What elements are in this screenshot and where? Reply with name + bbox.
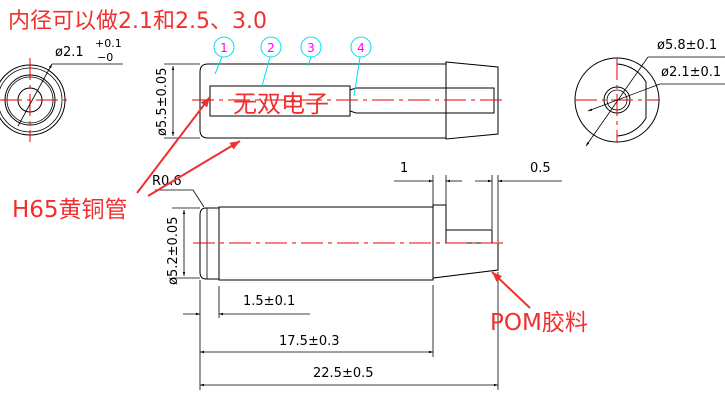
step-1-dim: 1 — [400, 161, 408, 176]
title-annotation: 内径可以做2.1和2.5、3.0 — [8, 9, 267, 34]
section-view-top: ø5.5±0.05 无双电子 — [155, 61, 506, 140]
body-length-dim: 17.5±0.3 — [279, 334, 340, 349]
brass-label: H65黄铜管 — [12, 197, 128, 223]
balloon-2: 2 — [267, 41, 275, 55]
cap-length-dim: 1.5±0.1 — [243, 294, 295, 309]
step-05-dim: 0.5 — [530, 161, 551, 176]
red-annotations: 内径可以做2.1和2.5、3.0 H65黄铜管 POM胶料 — [8, 9, 588, 336]
radius-dim: R0.6 — [152, 174, 182, 189]
right-inner-dim: ø2.1±0.1 — [661, 65, 721, 80]
right-outer-dim: ø5.8±0.1 — [657, 38, 717, 53]
balloon-4: 4 — [357, 41, 365, 55]
left-bore-tol-lower: −0 — [97, 51, 113, 64]
outer-dia-bottom-dim: ø5.2±0.05 — [166, 217, 181, 285]
balloon-1: 1 — [220, 41, 228, 55]
left-bore-dim: ø2.1 — [55, 45, 84, 60]
right-end-view: ø5.8±0.1 ø2.1±0.1 — [574, 38, 725, 147]
left-end-view: ø2.1 +0.1 −0 — [0, 37, 123, 142]
left-bore-tol-upper: +0.1 — [95, 37, 122, 50]
part-balloons: 1 2 3 4 — [213, 36, 372, 97]
profile-view-bottom: ø5.2±0.05 R0.6 1 0.5 1.5±0.1 17.5±0.3 22… — [152, 161, 562, 390]
total-length-dim: 22.5±0.5 — [313, 366, 374, 381]
watermark-text: 无双电子 — [233, 90, 329, 118]
balloon-3: 3 — [307, 41, 315, 55]
pom-label: POM胶料 — [490, 310, 588, 336]
outer-dia-top-dim: ø5.5±0.05 — [155, 68, 170, 136]
